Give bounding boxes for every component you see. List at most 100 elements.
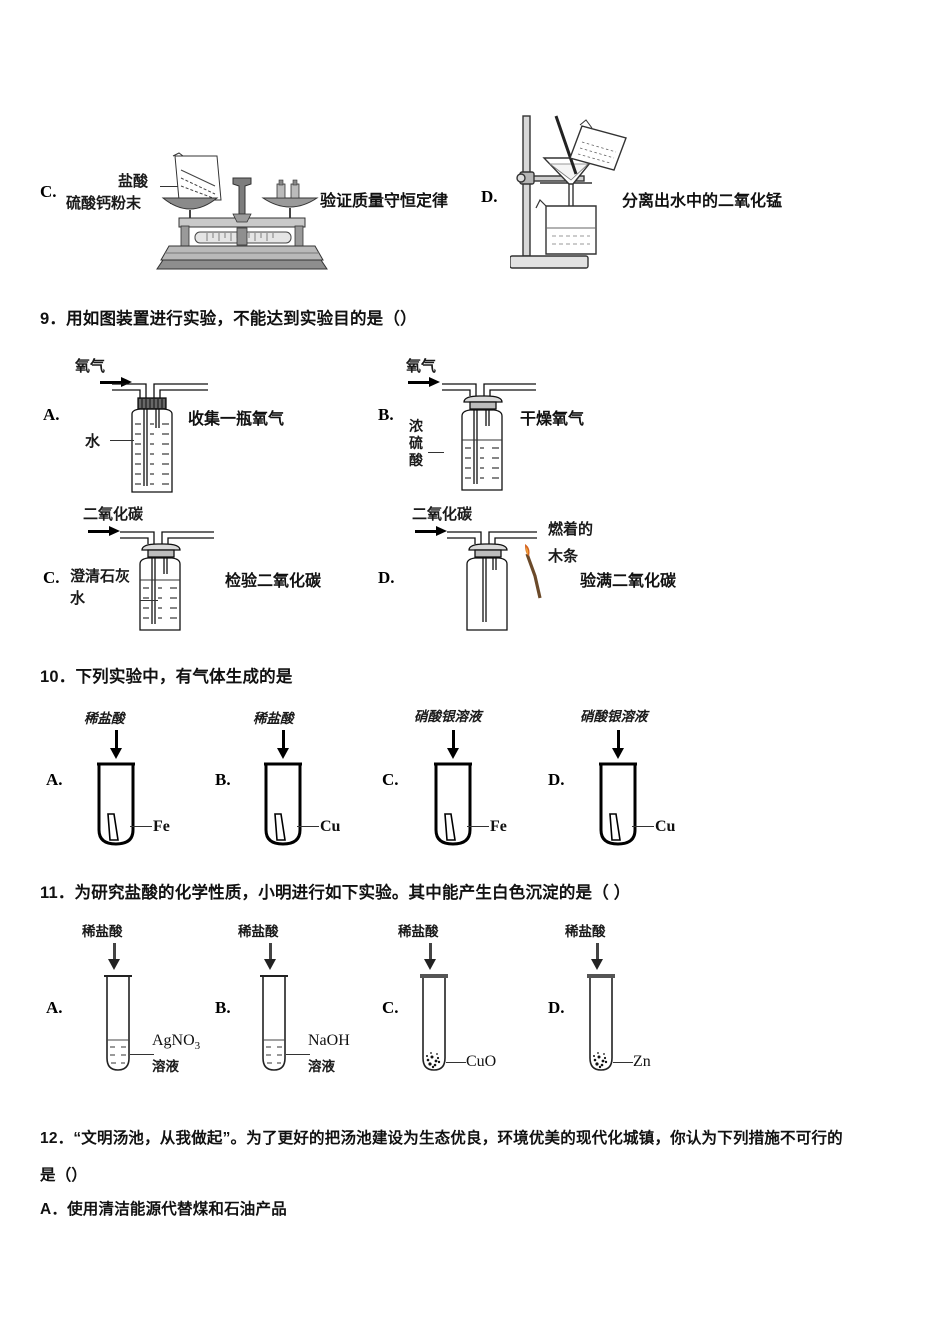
- q10-option-c-letter: C.: [382, 770, 399, 789]
- inlet-arrow-tail: [415, 530, 437, 533]
- leader-line: [140, 600, 158, 601]
- reagent-arrow-tail: [282, 730, 285, 750]
- gas-washing-bottle-limewater: [120, 531, 214, 631]
- q11-option-d-content-formula: Zn: [633, 1053, 651, 1070]
- q10-option-b-solid: Cu: [320, 818, 341, 835]
- inlet-arrow-head: [429, 377, 440, 387]
- q9-option-b-side-label: 浓硫酸: [409, 418, 423, 468]
- q11-option-b-reagent: 稀盐酸: [238, 924, 279, 939]
- test-tube-cu-agno3: [599, 762, 637, 846]
- balance-apparatus-diagram: [156, 152, 328, 270]
- q10-option-a-solid: Fe: [153, 818, 170, 835]
- q11-option-a-reagent: 稀盐酸: [82, 924, 123, 939]
- inlet-arrow-tail: [88, 530, 110, 533]
- leader-line: [130, 1054, 154, 1055]
- q11-option-d-reagent: 稀盐酸: [565, 924, 606, 939]
- leader-line: [297, 826, 319, 827]
- q9-option-a-inlet-label: 氧气: [75, 358, 106, 375]
- test-tube-zn: [587, 974, 615, 1071]
- q10-option-c-reagent: 硝酸银溶液: [414, 709, 482, 724]
- gas-washing-bottle-sulfuric-acid: [442, 383, 536, 491]
- reagent-arrow-tail: [113, 943, 116, 961]
- q8-option-c-caption: 验证质量守恒定律: [320, 193, 449, 210]
- inlet-arrow-head: [109, 526, 120, 536]
- q9-option-a-letter: A.: [43, 405, 60, 424]
- leader-line: [613, 1062, 633, 1063]
- q8-option-c-label-bottom: 硫酸钙粉末: [66, 195, 142, 212]
- reagent-arrow-head: [591, 959, 603, 970]
- reagent-arrow-tail: [617, 730, 620, 750]
- q9-option-d-caption: 验满二氧化碳: [580, 573, 677, 590]
- question-11-stem: 11．为研究盐酸的化学性质，小明进行如下实验。其中能产生白色沉淀的是（ ）: [40, 884, 631, 902]
- q10-option-d-letter: D.: [548, 770, 565, 789]
- leader-line: [286, 1054, 310, 1055]
- test-tube-cu-hcl: [264, 762, 302, 846]
- inlet-arrow-tail: [100, 381, 122, 384]
- q9-option-c-caption: 检验二氧化碳: [225, 573, 322, 590]
- reagent-arrow-head: [612, 748, 624, 759]
- q8-option-d-letter: D.: [481, 187, 498, 206]
- leader-line: [428, 452, 444, 453]
- question-12-stem-line1: 12．“文明汤池，从我做起”。为了更好的把汤池建设为生态优良，环境优美的现代化城…: [40, 1130, 843, 1147]
- leader-line: [467, 826, 489, 827]
- q9-option-d-side-label-line1: 燃着的: [548, 521, 594, 538]
- inlet-arrow-head: [121, 377, 132, 387]
- question-12-stem-line2: 是（）: [40, 1167, 88, 1184]
- leader-line: [130, 826, 152, 827]
- q10-option-c-solid: Fe: [490, 818, 507, 835]
- q9-option-b-letter: B.: [378, 405, 394, 424]
- q9-option-a-side-label: 水: [85, 433, 101, 450]
- reagent-arrow-tail: [115, 730, 118, 750]
- q9-option-b-caption: 干燥氧气: [520, 411, 585, 428]
- q11-option-c-letter: C.: [382, 998, 399, 1017]
- q9-option-a-caption: 收集一瓶氧气: [188, 411, 285, 428]
- q11-option-c-reagent: 稀盐酸: [398, 924, 439, 939]
- q9-option-c-side-label: 澄清石灰水: [70, 568, 131, 607]
- q11-option-d-letter: D.: [548, 998, 565, 1017]
- q10-option-d-reagent: 硝酸银溶液: [580, 709, 648, 724]
- q10-option-d-solid: Cu: [655, 818, 676, 835]
- reagent-arrow-head: [424, 959, 436, 970]
- reagent-arrow-tail: [596, 943, 599, 961]
- reagent-arrow-tail: [429, 943, 432, 961]
- q10-option-b-letter: B.: [215, 770, 231, 789]
- q8-option-c-label-top: 盐酸: [118, 173, 149, 190]
- q8-option-d-caption: 分离出水中的二氧化锰: [622, 193, 783, 210]
- gas-washing-bottle-water: [112, 383, 208, 493]
- reagent-arrow-head: [110, 748, 122, 759]
- inlet-arrow-head: [436, 526, 447, 536]
- reagent-arrow-tail: [452, 730, 455, 750]
- test-tube-cuo: [420, 974, 448, 1071]
- reagent-arrow-tail: [269, 943, 272, 961]
- leader-line: [632, 826, 654, 827]
- inlet-arrow-tail: [408, 381, 430, 384]
- q9-option-d-letter: D.: [378, 568, 395, 587]
- test-tube-agno3: [104, 975, 132, 1071]
- question-9-stem: 9．用如图装置进行实验，不能达到实验目的是（）: [40, 310, 417, 328]
- q11-option-b-content-formula: NaOH: [308, 1032, 350, 1049]
- q11-option-a-content-formula: AgNO3: [152, 1032, 201, 1053]
- q9-option-d-side-label-line2: 木条: [548, 548, 579, 565]
- test-tube-naoh: [260, 975, 288, 1071]
- reagent-arrow-head: [447, 748, 459, 759]
- q11-option-a-content-suffix: 溶液: [152, 1059, 179, 1074]
- q11-option-b-letter: B.: [215, 998, 231, 1017]
- q9-option-b-inlet-label: 氧气: [406, 358, 437, 375]
- gas-washing-bottle-full-test: [447, 531, 542, 631]
- q9-option-c-inlet-label: 二氧化碳: [83, 506, 144, 523]
- question-12-option-a: A．使用清洁能源代替煤和石油产品: [40, 1201, 287, 1218]
- q9-option-c-letter: C.: [43, 568, 60, 587]
- q11-option-a-letter: A.: [46, 998, 63, 1017]
- q10-option-a-reagent: 稀盐酸: [84, 711, 125, 726]
- q11-option-c-content-formula: CuO: [466, 1053, 497, 1070]
- q9-option-d-inlet-label: 二氧化碳: [412, 506, 473, 523]
- filtration-apparatus-diagram: [510, 115, 627, 269]
- test-tube-fe-agno3: [434, 762, 472, 846]
- test-tube-fe-hcl: [97, 762, 135, 846]
- leader-line: [110, 440, 134, 441]
- reagent-arrow-head: [264, 959, 276, 970]
- q10-option-b-reagent: 稀盐酸: [253, 711, 294, 726]
- q11-option-b-content-suffix: 溶液: [308, 1059, 335, 1074]
- leader-line: [446, 1062, 466, 1063]
